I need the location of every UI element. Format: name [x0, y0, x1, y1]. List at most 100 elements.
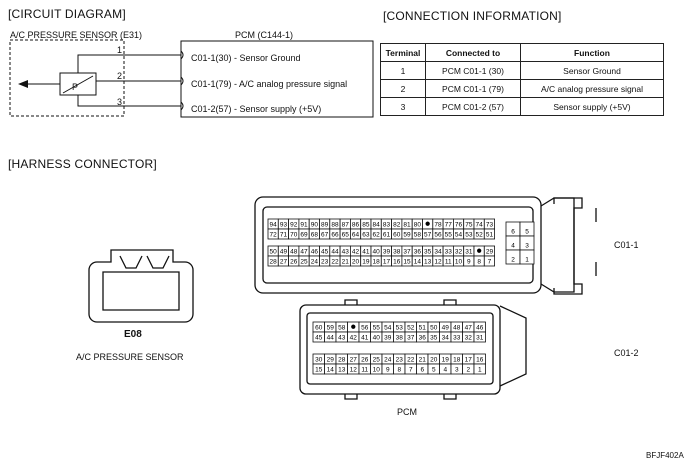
- wire-2-number: 2: [117, 71, 123, 81]
- c01-1-pin-label: ●: [476, 246, 482, 257]
- c01-2-pin-label: 54: [384, 325, 392, 332]
- c01-1-pin-label: 47: [300, 249, 308, 256]
- c01-1-pin-label: 77: [445, 222, 453, 229]
- c01-1-pin-label: 82: [393, 222, 401, 229]
- c01-2-pin-label: 13: [338, 367, 346, 374]
- c01-1-pin-label: 89: [321, 222, 329, 229]
- c01-2-pin-cell: [473, 331, 486, 343]
- c01-2-pin-label: 4: [443, 367, 447, 374]
- c01-2-housing: [299, 299, 527, 400]
- c01-2-pin-label: 60: [315, 325, 323, 332]
- c01-2-pin-label: 19: [442, 357, 450, 364]
- c01-2-pin-label: 42: [350, 335, 358, 342]
- c01-1-pin-label: 19: [362, 259, 370, 266]
- e08-name: A/C PRESSURE SENSOR: [76, 352, 184, 362]
- pcm-label: PCM (C144-1): [235, 30, 294, 40]
- c01-1-pin-label: 84: [373, 222, 381, 229]
- c01-1-pin-label: 12: [434, 259, 442, 266]
- c01-2-pin-label: 7: [409, 367, 413, 374]
- c01-2-pin-label: 33: [453, 335, 461, 342]
- c01-1-pin-label: 49: [280, 249, 288, 256]
- c01-1-pin-label: 8: [477, 259, 481, 266]
- c01-1-pin-label: 85: [362, 222, 370, 229]
- c01-2-pin-label: 6: [420, 367, 424, 374]
- c01-1-pin-label: 37: [403, 249, 411, 256]
- c01-1-pin-label: 29: [486, 249, 494, 256]
- harness-connector-title: [HARNESS CONNECTOR]: [8, 157, 157, 171]
- c01-2-label: C01-2: [614, 348, 639, 358]
- c01-1-pin-label: 22: [331, 259, 339, 266]
- c01-1-pin-label: 62: [373, 232, 381, 239]
- c01-1-side-pin-label: 6: [511, 229, 515, 236]
- pcm-pin-ticks: [180, 50, 184, 111]
- c01-1-pin-label: 87: [342, 222, 350, 229]
- c01-1-pin-label: 24: [311, 259, 319, 266]
- c01-1-pin-label: 59: [403, 232, 411, 239]
- c01-1-pin-label: 15: [403, 259, 411, 266]
- c01-1-pin-label: 20: [352, 259, 360, 266]
- c01-1-pin-cell: [483, 228, 495, 240]
- c01-2-pin-label: 55: [373, 325, 381, 332]
- c01-1-pin-label: 13: [424, 259, 432, 266]
- c01-2-pin-label: 50: [430, 325, 438, 332]
- c01-2-pin-label: 41: [361, 335, 369, 342]
- c01-2-pin-label: 26: [361, 357, 369, 364]
- c01-2-pin-label: 9: [386, 367, 390, 374]
- c01-2-pin-label: 46: [476, 325, 484, 332]
- c01-1-pin-label: 64: [352, 232, 360, 239]
- c01-2-pin-label: 40: [373, 335, 381, 342]
- c01-1-side-pin-label: 3: [525, 243, 529, 250]
- c01-2-pin-label: 52: [407, 325, 415, 332]
- c01-2-pin-label: 36: [419, 335, 427, 342]
- c01-2-pin-label: 25: [373, 357, 381, 364]
- c01-1-pin-label: 68: [311, 232, 319, 239]
- c01-2-pin-label: 11: [361, 367, 368, 374]
- c01-2-pin-label: 49: [442, 325, 450, 332]
- c01-2-pin-label: 8: [397, 367, 401, 374]
- wire-3: [77, 95, 181, 107]
- c01-1-pin-label: 16: [393, 259, 401, 266]
- c01-1-pin-label: 72: [270, 232, 278, 239]
- c01-1-pin-label: 73: [486, 222, 494, 229]
- connection-info-title: [CONNECTION INFORMATION]: [383, 9, 562, 23]
- c01-1-side-pin-label: 5: [525, 229, 529, 236]
- c01-2-pin-label: 24: [384, 357, 392, 364]
- e08-id: E08: [124, 329, 142, 340]
- c01-1-pin-label: 90: [311, 222, 319, 229]
- terminal-cell: 3: [380, 97, 426, 116]
- wire-1-label: C01-1(30) - Sensor Ground: [191, 53, 301, 63]
- pcm-box: [180, 40, 374, 118]
- c01-2-pin-label: 58: [338, 325, 346, 332]
- c01-2-pin-label: 14: [327, 367, 335, 374]
- c01-1-pin-label: 27: [280, 259, 288, 266]
- c01-1-pin-label: 61: [383, 232, 391, 239]
- c01-2-pin-label: 28: [338, 357, 346, 364]
- c01-1-pin-label: 43: [342, 249, 350, 256]
- c01-2-pin-label: 47: [465, 325, 473, 332]
- c01-2-pin-label: 21: [419, 357, 427, 364]
- figure-id: BFJF402A: [646, 451, 684, 460]
- c01-1-pin-label: 32: [455, 249, 463, 256]
- c01-1-side-pin-label: 4: [511, 243, 515, 250]
- c01-2-pin-label: 20: [430, 357, 438, 364]
- c01-1-pin-label: 66: [331, 232, 339, 239]
- c01-2-pin-label: 2: [466, 367, 470, 374]
- c01-2-pin-label: 56: [361, 325, 369, 332]
- c01-1-pin-label: ●: [425, 219, 431, 230]
- function-cell: Sensor supply (+5V): [520, 97, 664, 116]
- c01-1-pin-label: 70: [290, 232, 298, 239]
- c01-1-pin-label: 75: [465, 222, 473, 229]
- c01-2-pin-label: 10: [373, 367, 381, 374]
- c01-1-pin-label: 92: [290, 222, 298, 229]
- c01-1-pin-label: 93: [280, 222, 288, 229]
- c01-1-pin-label: 31: [465, 249, 473, 256]
- e08-connector: [88, 249, 194, 323]
- c01-2-pin-label: 39: [384, 335, 392, 342]
- table-row: 1 PCM C01-1 (30) Sensor Ground: [380, 61, 664, 80]
- c01-1-pin-label: 48: [290, 249, 298, 256]
- c01-2-pin-label: 3: [455, 367, 459, 374]
- c01-1-side-pin-cell: [519, 249, 535, 265]
